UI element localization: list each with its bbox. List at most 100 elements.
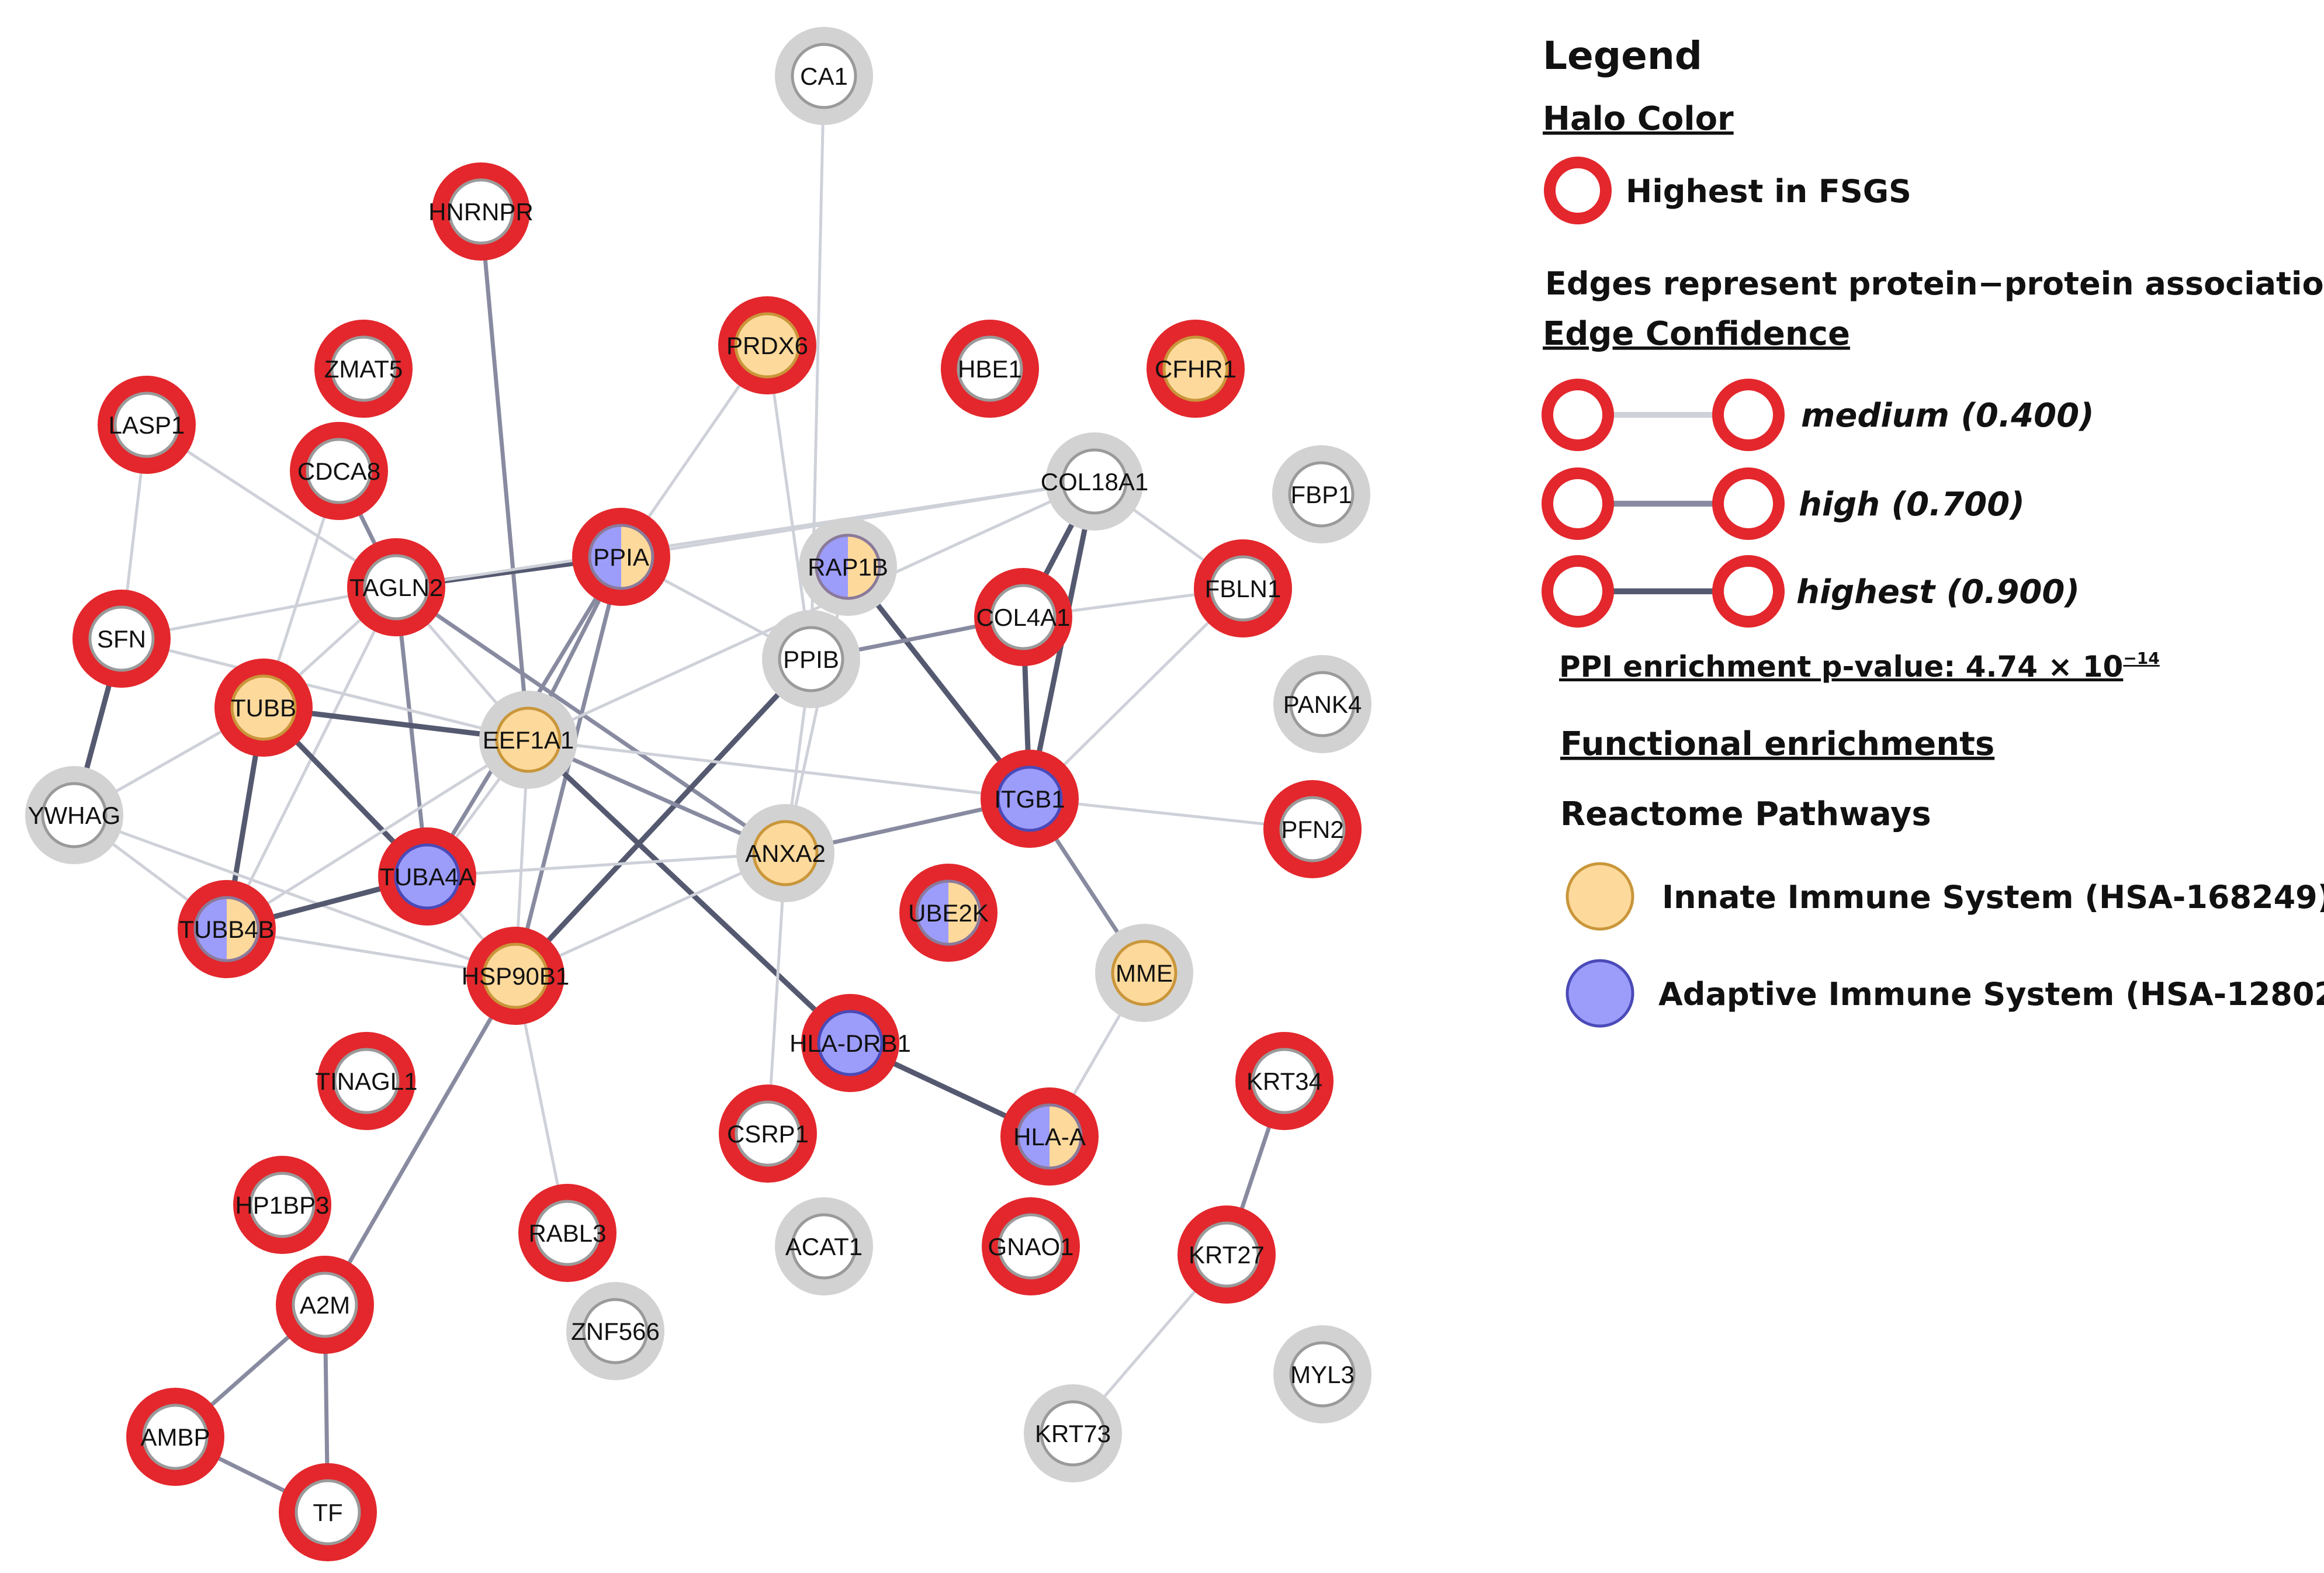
node-csrp1-label: CSRP1 <box>727 1120 809 1148</box>
node-col18a1[interactable]: COL18A1 <box>1041 432 1148 531</box>
edge-sample-medium-right-ring <box>1712 379 1785 451</box>
node-eef1a1[interactable]: EEF1A1 <box>479 691 577 789</box>
node-fbp1-core <box>1288 461 1355 528</box>
node-itgb1-core <box>996 765 1063 832</box>
node-znf566-label: ZNF566 <box>571 1318 660 1345</box>
node-rabl3[interactable]: RABL3 <box>518 1184 616 1282</box>
innate-legend-label: Innate Immune System (HSA-168249) <box>1662 879 2324 916</box>
edge-sample-high-right-ring <box>1712 467 1785 540</box>
node-hp1bp3[interactable]: HP1BP3 <box>233 1156 331 1254</box>
edge-sample-high-left-ring <box>1542 467 1614 540</box>
node-prdx6[interactable]: PRDX6 <box>718 296 816 394</box>
node-fbp1[interactable]: FBP1 <box>1272 445 1370 543</box>
node-hla-drb1[interactable]: HLA-DRB1 <box>789 994 911 1092</box>
node-hp1bp3-label: HP1BP3 <box>235 1191 329 1219</box>
node-krt27[interactable]: KRT27 <box>1177 1205 1276 1304</box>
node-mme[interactable]: MME <box>1095 924 1193 1022</box>
node-hla-a[interactable]: HLA-A <box>1000 1087 1099 1186</box>
node-ppib[interactable]: PPIB <box>762 610 860 708</box>
node-tf-core <box>295 1479 361 1546</box>
node-csrp1[interactable]: CSRP1 <box>719 1085 817 1183</box>
node-pank4[interactable]: PANK4 <box>1273 655 1371 753</box>
node-tf[interactable]: TF <box>279 1463 377 1561</box>
node-fbln1-label: FBLN1 <box>1205 575 1282 602</box>
legend-title: Legend <box>1543 33 1702 78</box>
node-tubb4b-core <box>193 896 260 962</box>
node-ca1-label: CA1 <box>800 63 848 90</box>
node-a2m-core <box>292 1271 358 1338</box>
node-acat1[interactable]: ACAT1 <box>775 1197 873 1295</box>
node-ppia[interactable]: PPIA <box>572 508 670 606</box>
edge-sample-highest-right-ring <box>1712 555 1785 628</box>
node-col4a1[interactable]: COL4A1 <box>974 568 1072 666</box>
node-anxa2[interactable]: ANXA2 <box>736 804 834 902</box>
node-gnao1[interactable]: GNAO1 <box>982 1197 1080 1295</box>
node-tubb4b[interactable]: TUBB4B <box>178 880 276 978</box>
node-ambp[interactable]: AMBP <box>126 1388 224 1486</box>
node-hnrnpr[interactable]: HNRNPR <box>428 162 534 261</box>
node-krt73[interactable]: KRT73 <box>1024 1384 1122 1482</box>
node-krt73-core <box>1040 1400 1106 1467</box>
edge-tagln2-anxa2 <box>395 585 787 855</box>
node-hla-a-label: HLA-A <box>1013 1123 1086 1151</box>
edge-legend-medium-label: medium (0.400) <box>1801 397 2094 435</box>
node-ywhag-core <box>41 782 108 848</box>
node-tubb4b-adaptive-half <box>195 898 227 961</box>
node-anxa2-core <box>752 820 819 886</box>
node-krt73-label: KRT73 <box>1035 1420 1111 1447</box>
node-ca1[interactable]: CA1 <box>775 27 873 125</box>
node-hp1bp3-core <box>249 1172 316 1238</box>
node-pank4-core <box>1289 671 1356 737</box>
node-tubb4b-label: TUBB4B <box>179 916 274 943</box>
node-prdx6-label: PRDX6 <box>726 332 808 359</box>
node-rap1b-adaptive-half <box>816 535 848 598</box>
node-hsp90b1[interactable]: HSP90B1 <box>462 927 569 1025</box>
node-ca1-core <box>791 43 857 109</box>
node-krt34[interactable]: KRT34 <box>1235 1032 1334 1130</box>
node-sfn[interactable]: SFN <box>72 590 171 688</box>
edge-sample-medium-left-ring <box>1542 379 1614 451</box>
node-ppib-label: PPIB <box>783 646 839 673</box>
node-tubb[interactable]: TUBB <box>214 659 313 757</box>
node-fbp1-label: FBP1 <box>1290 481 1352 508</box>
node-tuba4a-core <box>394 843 460 910</box>
node-pank4-label: PANK4 <box>1283 691 1362 718</box>
node-zmat5-label: ZMAT5 <box>324 355 403 383</box>
edge-tuba4a-anxa2 <box>427 851 786 878</box>
edge-lasp1-tagln2 <box>146 423 397 589</box>
node-krt27-label: KRT27 <box>1189 1241 1265 1269</box>
node-prdx6-core <box>734 312 801 379</box>
edges-layer <box>71 75 1313 1515</box>
node-ube2k[interactable]: UBE2K <box>899 864 998 962</box>
node-a2m[interactable]: A2M <box>276 1256 374 1354</box>
node-cfhr1[interactable]: CFHR1 <box>1147 320 1245 418</box>
node-znf566[interactable]: ZNF566 <box>566 1282 664 1380</box>
node-ppia-adaptive-half <box>590 525 621 588</box>
node-tagln2[interactable]: TAGLN2 <box>347 538 445 636</box>
node-krt34-core <box>1251 1048 1318 1114</box>
node-itgb1[interactable]: ITGB1 <box>981 750 1079 848</box>
adaptive-swatch <box>1566 959 1634 1028</box>
node-myl3[interactable]: MYL3 <box>1273 1325 1371 1423</box>
node-zmat5[interactable]: ZMAT5 <box>314 320 413 418</box>
node-rap1b[interactable]: RAP1B <box>799 518 897 616</box>
node-pfn2[interactable]: PFN2 <box>1263 780 1362 878</box>
node-anxa2-label: ANXA2 <box>745 840 826 867</box>
node-hbe1[interactable]: HBE1 <box>941 320 1039 418</box>
node-cdca8[interactable]: CDCA8 <box>290 422 388 520</box>
node-rap1b-label: RAP1B <box>808 553 888 581</box>
node-tuba4a-label: TUBA4A <box>379 863 475 891</box>
node-rap1b-innate-half <box>848 535 879 598</box>
node-ywhag[interactable]: YWHAG <box>25 766 123 864</box>
node-tuba4a[interactable]: TUBA4A <box>378 827 476 926</box>
node-tinagl1[interactable]: TINAGL1 <box>315 1032 418 1130</box>
edge-legend-high-label: high (0.700) <box>1799 486 2025 524</box>
node-ppia-core <box>588 524 654 590</box>
edge-rap1b-itgb1 <box>846 565 1032 801</box>
node-hla-drb1-core <box>817 1010 884 1076</box>
node-tinagl1-label: TINAGL1 <box>315 1068 417 1095</box>
node-fbln1[interactable]: FBLN1 <box>1194 539 1292 637</box>
edge-hsp90b1-a2m <box>323 975 518 1306</box>
node-hla-a-adaptive-half <box>1018 1105 1050 1168</box>
node-lasp1[interactable]: LASP1 <box>98 376 196 474</box>
